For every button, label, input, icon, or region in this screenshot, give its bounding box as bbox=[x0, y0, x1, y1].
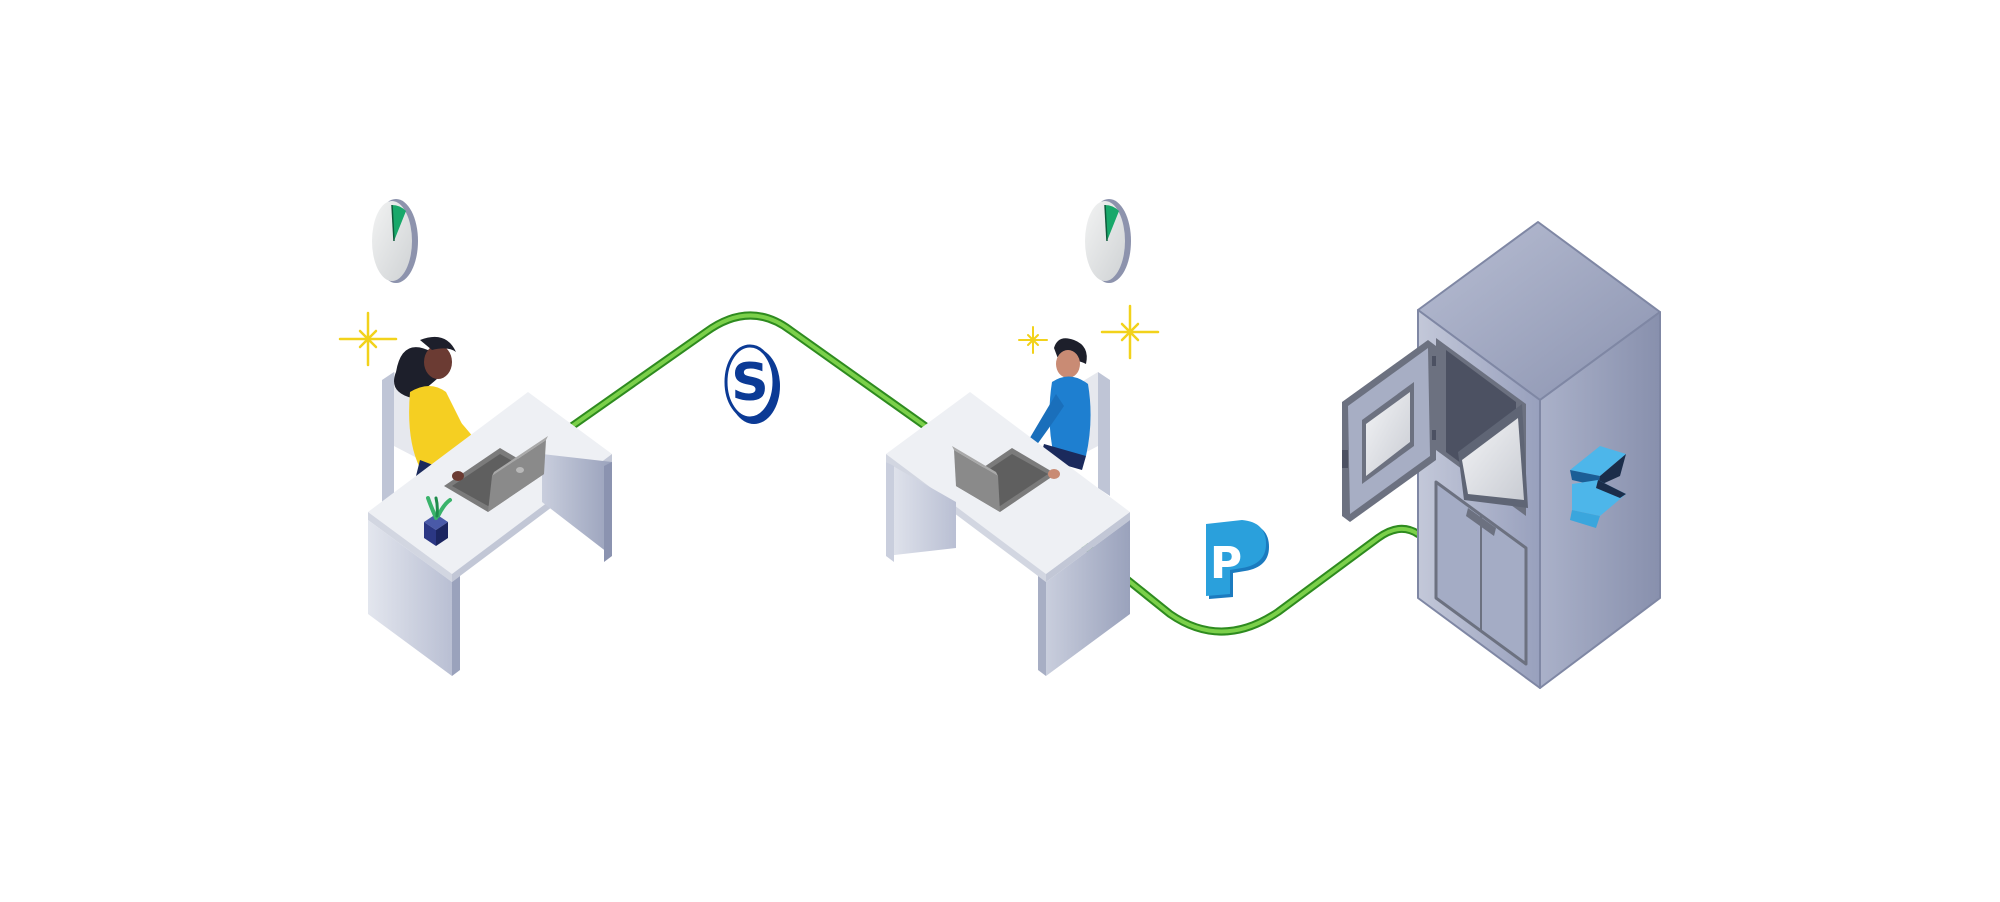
clock-icon bbox=[1085, 199, 1131, 283]
sparkle-icon bbox=[1018, 326, 1048, 354]
lightning-logo-icon bbox=[1570, 446, 1626, 528]
s-logo-icon: S bbox=[724, 344, 780, 424]
laptop-icon bbox=[444, 436, 548, 512]
sparkle-icon bbox=[338, 311, 398, 367]
flow-path bbox=[554, 311, 1422, 636]
plant-icon bbox=[424, 496, 452, 546]
3d-printer bbox=[1342, 221, 1661, 689]
laptop-icon bbox=[952, 446, 1060, 512]
s-logo-letter: S bbox=[731, 353, 768, 413]
sparkle-icon bbox=[1100, 304, 1160, 360]
left-workstation bbox=[368, 336, 612, 676]
clock-icon bbox=[372, 199, 418, 283]
p-logo-letter: P bbox=[1210, 538, 1242, 589]
p-logo-icon: P bbox=[1206, 520, 1269, 599]
right-workstation bbox=[886, 338, 1130, 676]
